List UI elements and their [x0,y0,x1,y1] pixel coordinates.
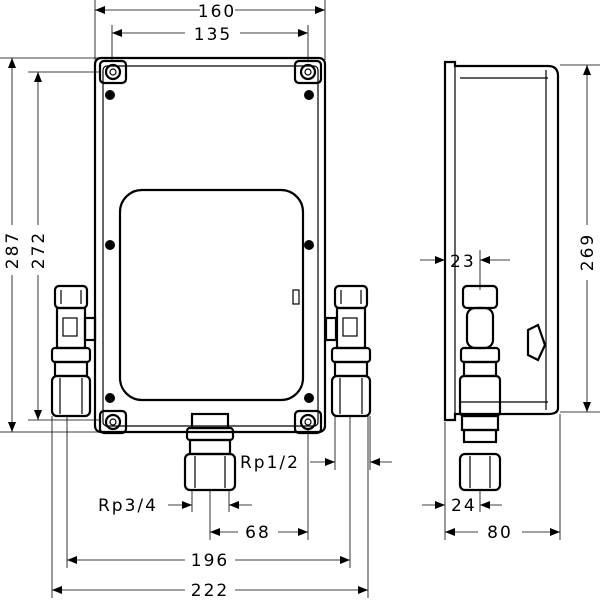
screw-dots [105,90,314,403]
dim-23: 23 [450,252,476,272]
dim-rp34: Rp3/4 [98,496,158,516]
dim-160: 160 [198,2,236,22]
dimension-labels: 160 135 287 272 269 23 Rp1/2 Rp3/4 68 19… [3,2,598,600]
side-valve [458,284,502,492]
bottom-outlet [183,412,237,492]
right-valve [324,284,372,418]
side-view [443,60,560,492]
housing-outer [93,56,327,434]
left-valve [50,284,97,418]
mounting-holes [98,59,323,435]
front-view [50,56,372,492]
dim-272: 272 [29,231,49,269]
dim-287: 287 [3,231,23,269]
dim-196: 196 [191,551,229,571]
dim-24: 24 [451,496,477,516]
dim-80: 80 [487,523,513,543]
dim-269: 269 [578,233,598,271]
service-opening [118,188,305,402]
dim-68: 68 [245,523,271,543]
dim-222: 222 [191,581,229,600]
dim-rp12: Rp1/2 [240,453,300,473]
dim-135: 135 [194,25,232,45]
housing-inner [102,65,319,427]
